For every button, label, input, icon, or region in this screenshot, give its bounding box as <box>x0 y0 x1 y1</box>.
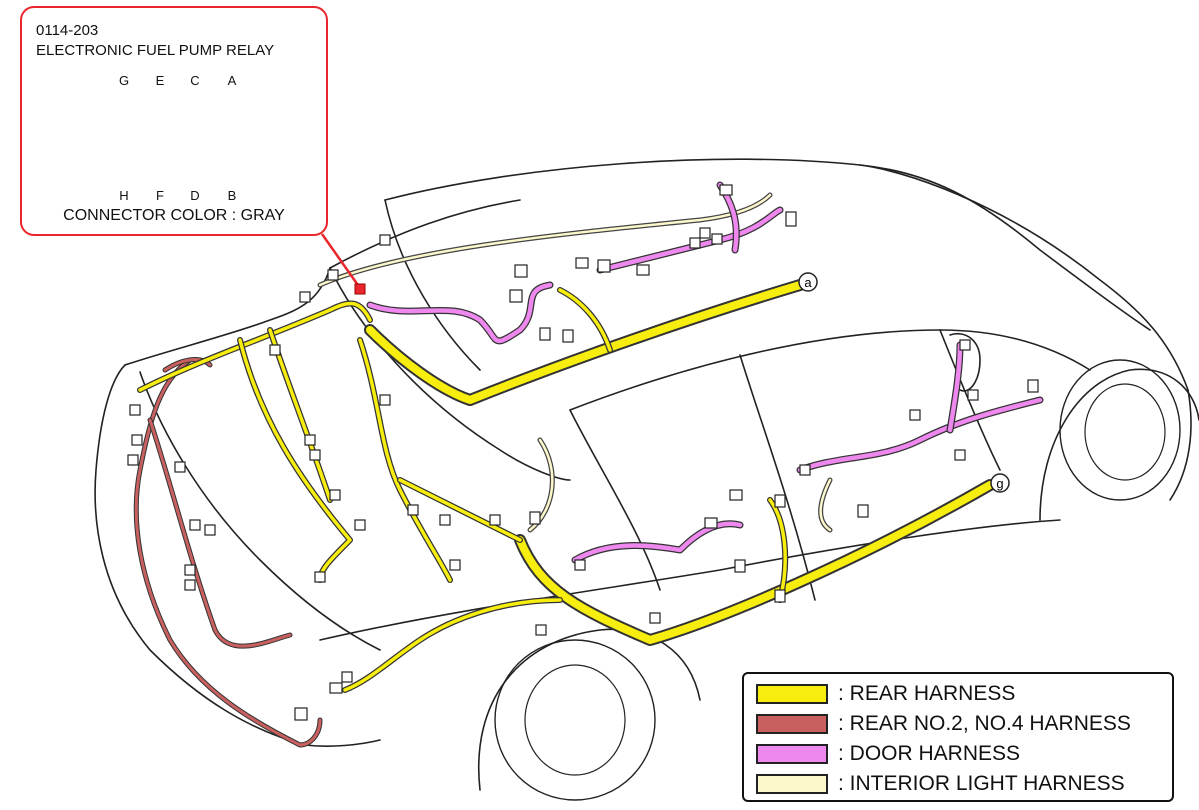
relay-location-marker <box>354 283 366 295</box>
legend-item-door-harness: : DOOR HARNESS <box>756 742 1020 766</box>
svg-text:a: a <box>804 275 812 290</box>
marker-g: g <box>990 473 1010 493</box>
pin-letter-top: G <box>118 73 130 88</box>
callout-leader <box>320 233 362 289</box>
car-body <box>94 158 1199 801</box>
legend-item-rear-no2-no4-harness: : REAR NO.2, NO.4 HARNESS <box>756 712 1131 736</box>
legend-swatch <box>756 714 828 734</box>
legend-item-rear-harness: : REAR HARNESS <box>756 682 1015 706</box>
door-harness <box>366 181 1044 564</box>
legend-swatch <box>756 744 828 764</box>
connector-code: 0114-203 <box>36 22 99 39</box>
legend-label: : INTERIOR LIGHT HARNESS <box>838 772 1125 795</box>
legend: : REAR HARNESS : REAR NO.2, NO.4 HARNESS… <box>742 672 1174 802</box>
pin-letter-bottom: D <box>190 188 200 203</box>
pin-letter-bottom: F <box>156 188 164 203</box>
pin-letter-top: C <box>190 73 200 88</box>
legend-swatch <box>756 684 828 704</box>
marker-a: a <box>798 272 818 292</box>
pin-letter-top: E <box>155 73 165 88</box>
legend-label: : REAR NO.2, NO.4 HARNESS <box>838 712 1131 735</box>
legend-label: : DOOR HARNESS <box>838 742 1021 765</box>
rear-harness <box>137 279 996 693</box>
svg-text:g: g <box>996 476 1003 491</box>
pin-letter-top: A <box>227 73 237 88</box>
pin-letter-bottom: H <box>119 188 129 203</box>
rear-no2-no4-harness <box>133 357 323 748</box>
connectors <box>127 184 1039 721</box>
connector-color-text: CONNECTOR COLOR : GRAY <box>63 207 285 224</box>
connector-name: ELECTRONIC FUEL PUMP RELAY <box>36 42 275 59</box>
pin-letter-bottom: B <box>227 188 237 203</box>
legend-swatch <box>756 774 828 794</box>
legend-item-interior-light-harness: : INTERIOR LIGHT HARNESS <box>756 772 1125 796</box>
legend-label: : REAR HARNESS <box>838 682 1016 705</box>
connector-callout: 0114-203 ELECTRONIC FUEL PUMP RELAY CONN… <box>20 6 328 236</box>
